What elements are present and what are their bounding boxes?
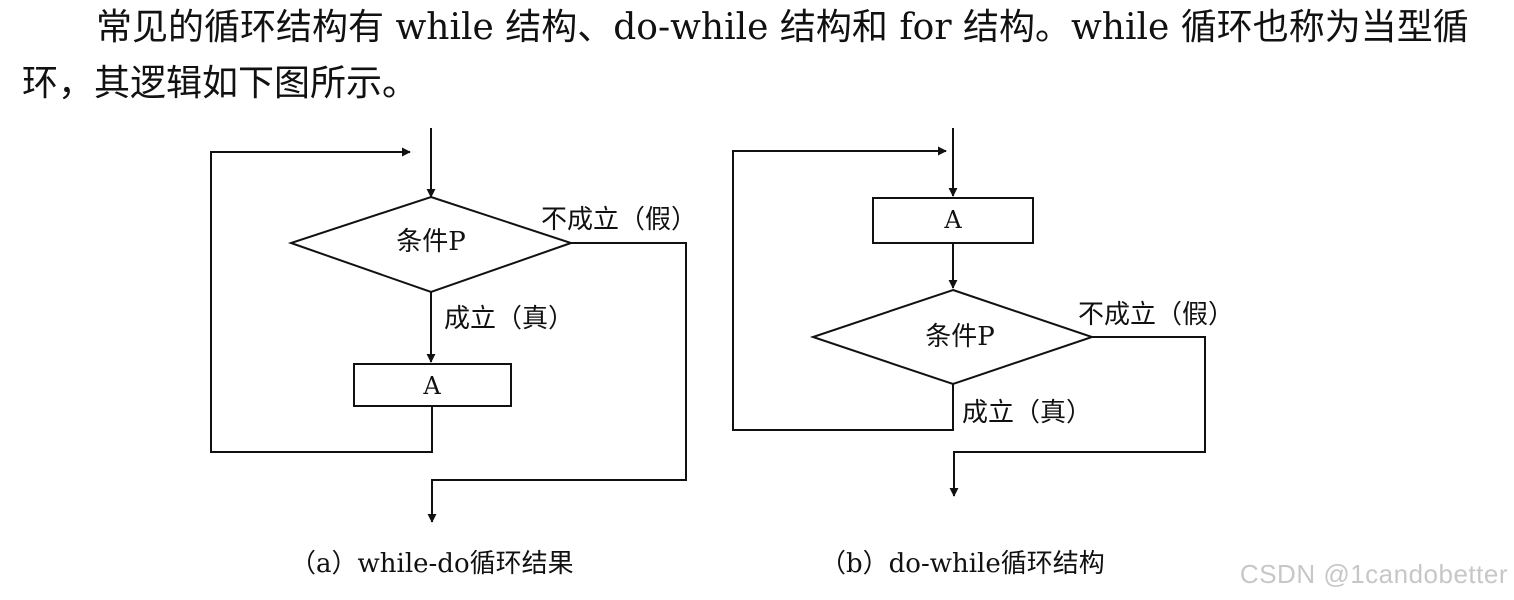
- b-caption: （b）do-while循环结构: [820, 549, 1105, 579]
- a-true-label: 成立（真）: [444, 304, 574, 334]
- watermark: CSDN @1candobetter: [1239, 559, 1508, 589]
- do-while-diagram: [732, 128, 1206, 497]
- intro-paragraph: 常见的循环结构有 while 结构、do-while 结构和 for 结构。wh…: [22, 0, 1482, 112]
- while-do-labels: 条件P 不成立（假） 成立（真） A （a）while-do循环结果: [290, 205, 697, 579]
- b-loop-back-line: [732, 146, 954, 431]
- b-condition-label: 条件P: [925, 322, 995, 352]
- paragraph-line-2: 环，其逻辑如下图所示。: [22, 63, 419, 104]
- do-while-labels: A 条件P 不成立（假） 成立（真） （b）do-while循环结构: [820, 206, 1234, 579]
- a-process-label: A: [422, 372, 441, 400]
- b-true-label: 成立（真）: [962, 398, 1092, 428]
- a-false-label: 不成立（假）: [541, 205, 697, 235]
- a-caption: （a）while-do循环结果: [290, 549, 574, 579]
- b-process-label: A: [943, 206, 962, 234]
- paragraph-line-1: 常见的循环结构有 while 结构、do-while 结构和 for 结构。wh…: [96, 7, 1469, 48]
- a-loop-back-line: [210, 147, 433, 453]
- b-false-exit-line: [949, 336, 1206, 497]
- while-do-diagram: [210, 128, 687, 523]
- b-process-box: [872, 197, 1034, 244]
- a-condition-label: 条件P: [396, 227, 466, 257]
- a-process-box: [353, 363, 512, 407]
- a-false-exit-line: [427, 242, 687, 523]
- b-false-label: 不成立（假）: [1078, 300, 1234, 330]
